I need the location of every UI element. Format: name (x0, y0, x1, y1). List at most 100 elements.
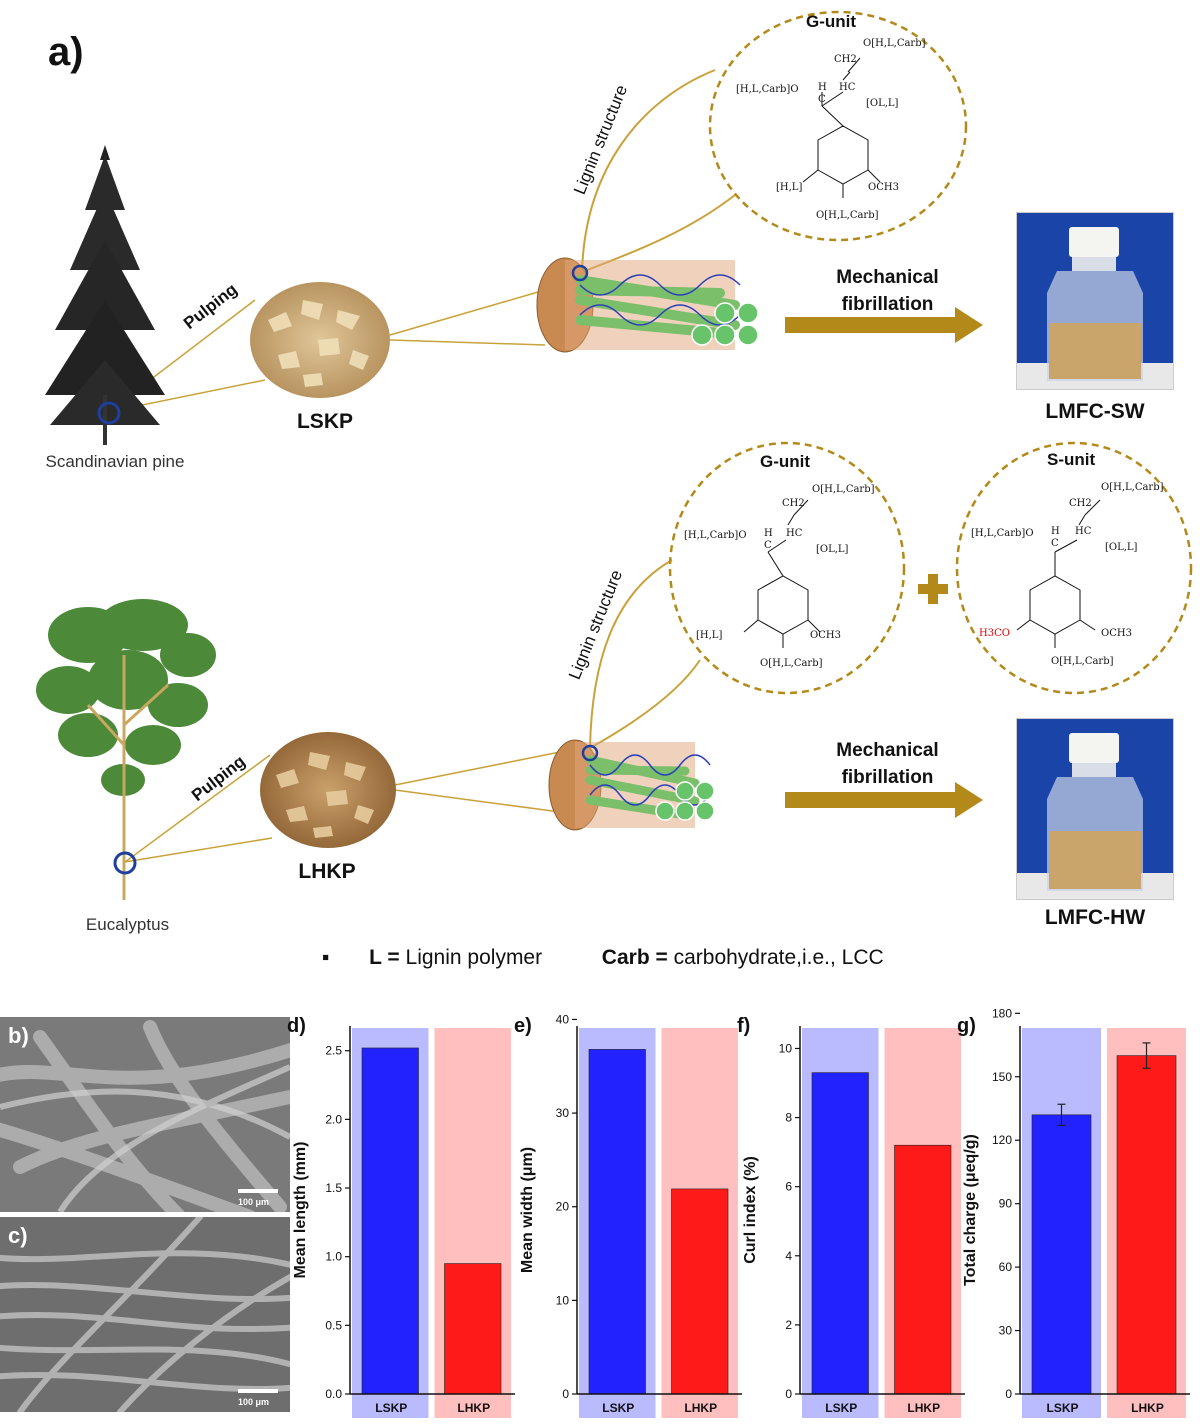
y-tick-label: 40 (556, 1012, 570, 1026)
lmfc-hw-bottle-image (1016, 718, 1174, 900)
y-tick-label: 60 (999, 1260, 1013, 1274)
chem-label: [OL,L] (1105, 542, 1138, 553)
legend-l-key: L = (369, 946, 400, 969)
y-tick-label: 2.0 (325, 1112, 342, 1126)
chem-label: H (764, 528, 773, 539)
sem-image-b: b) 100 μm (0, 1017, 290, 1212)
y-tick-label: 4 (785, 1249, 792, 1263)
x-category-label: LSKP (1046, 1401, 1078, 1415)
y-tick-label: 30 (999, 1324, 1013, 1338)
chem-label: [H,L,Carb]O (684, 530, 747, 541)
sem-c-letter: c) (8, 1223, 28, 1248)
x-category-label: LHKP (907, 1401, 940, 1415)
chem-label: OCH3 (868, 182, 899, 193)
y-tick-label: 0 (785, 1387, 792, 1401)
chem-label: [H,L] (696, 630, 723, 641)
bar (361, 1047, 419, 1395)
chem-label: [H,L,Carb]O (736, 84, 799, 95)
lhkp-pulp-label: LHKP (298, 860, 356, 883)
fibrillation-arrow-top-icon (785, 307, 983, 343)
chem-label: C (1051, 538, 1059, 549)
fibrillation-arrow-bottom-icon (785, 782, 983, 818)
chem-label: [H,L] (776, 182, 803, 193)
chem-label: O[H,L,Carb] (760, 658, 823, 669)
lmfc-hw-label: LMFC-HW (1044, 906, 1146, 929)
legend-carb-key: Carb = (601, 946, 668, 969)
pine-tree-image (45, 145, 165, 445)
g-unit-top-structure: G-unit O[H,L,Carb] CH2 [H,L,Carb]O H C H… (708, 10, 968, 242)
error-bar (1057, 1103, 1066, 1127)
chem-label: HC (839, 82, 856, 93)
connector-lines (107, 69, 736, 863)
arrow-text-line: fibrillation (841, 767, 934, 788)
y-tick-label: 1.0 (325, 1250, 342, 1264)
y-tick-label: 6 (785, 1180, 792, 1194)
lskp-pulp-image (250, 282, 390, 398)
bar (811, 1072, 869, 1395)
pine-tree-label: Scandinavian pine (45, 452, 185, 471)
y-tick-label: 20 (556, 1200, 570, 1214)
legend-l-value: Lignin polymer (405, 946, 543, 969)
plus-icon (918, 574, 948, 604)
y-tick-label: 180 (992, 1008, 1012, 1020)
panel-letter: e) (514, 1015, 532, 1037)
legend-bullet: ▪ (322, 946, 330, 969)
g-unit-top-title: G-unit (806, 12, 857, 31)
arrow-text-top: Mechanical fibrillation (800, 264, 975, 318)
x-category-label: LHKP (684, 1401, 717, 1415)
chem-label: O[H,L,Carb] (816, 210, 879, 221)
arrow-text-bottom: Mechanical fibrillation (800, 737, 975, 791)
chem-label: OCH3 (810, 630, 841, 641)
pine-sample-marker-icon (97, 401, 121, 425)
y-axis-label: Mean length (mm) (292, 1142, 309, 1279)
x-category-label: LSKP (375, 1401, 407, 1415)
error-bar (1142, 1042, 1151, 1069)
chem-label: OCH3 (1101, 628, 1132, 639)
y-tick-label: 0.5 (325, 1318, 342, 1332)
chem-label: O[H,L,Carb] (863, 38, 926, 49)
y-tick-label: 0 (1005, 1387, 1012, 1401)
y-tick-label: 0 (562, 1387, 569, 1401)
chem-label: O[H,L,Carb] (1101, 482, 1164, 493)
eucalyptus-tree-image (36, 599, 216, 900)
chem-label: [OL,L] (866, 98, 899, 109)
bar (1031, 1114, 1092, 1395)
x-category-label: LHKP (1131, 1401, 1164, 1415)
chem-label: [H,L,Carb]O (971, 528, 1034, 539)
panel-letter: f) (737, 1015, 750, 1037)
bar (444, 1263, 502, 1395)
eucalyptus-sample-marker-icon (113, 851, 137, 875)
panel-letter: d) (287, 1015, 306, 1037)
x-category-label: LHKP (457, 1401, 490, 1415)
chem-label: HC (1075, 526, 1092, 537)
sem-b-letter: b) (8, 1023, 29, 1048)
g-unit-bottom-title: G-unit (760, 452, 811, 471)
chem-label: [OL,L] (816, 544, 849, 555)
sem-c-scale: 100 μm (238, 1397, 270, 1407)
chem-label: C (818, 94, 826, 105)
y-axis-label: Mean width (μm) (519, 1147, 536, 1273)
panel-letter: g) (957, 1015, 976, 1037)
chem-label: H (818, 82, 827, 93)
bar (1116, 1055, 1177, 1395)
panel-a-letter: a) (48, 30, 84, 74)
sem-b-scale: 100 μm (238, 1197, 270, 1207)
y-tick-label: 0.0 (325, 1387, 342, 1401)
x-category-label: LSKP (825, 1401, 857, 1415)
g-unit-bottom-structure: G-unit O[H,L,Carb] CH2 [H,L,Carb]O H C H… (668, 440, 906, 695)
lmfc-sw-label: LMFC-SW (1045, 400, 1145, 423)
arrow-text-line: fibrillation (841, 294, 934, 315)
chem-label: H (1051, 526, 1060, 537)
chem-label: HC (786, 528, 803, 539)
y-axis-label: Total charge (μeq/g) (962, 1134, 979, 1286)
sem-image-c: c) 100 μm (0, 1217, 290, 1412)
x-category-label: LSKP (602, 1401, 634, 1415)
